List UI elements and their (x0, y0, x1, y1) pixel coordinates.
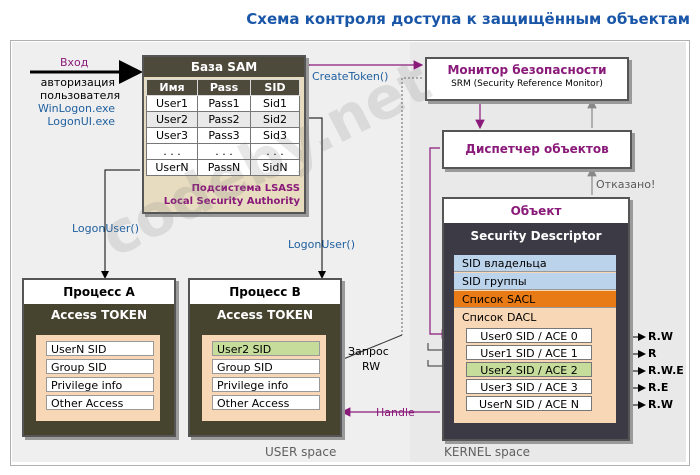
token-item: Group SID (46, 359, 154, 374)
kernel-space-label: KERNEL space (444, 445, 531, 459)
sam-col-name: Имя (146, 79, 198, 96)
process-b-token-title: Access TOKEN (216, 308, 314, 322)
object-title: Объект (444, 199, 628, 223)
token-item: UserN SID (46, 341, 154, 356)
request-line (340, 334, 403, 361)
ace-row-highlighted: User2 SID / ACE 2 (466, 362, 592, 377)
lsass-label-en: Local Security Authority (163, 196, 300, 207)
sam-col-pass: Pass (197, 79, 251, 96)
sam-cell: Pass3 (197, 127, 251, 144)
rights-label: R.W (648, 330, 673, 343)
logon-user-a-label: LogonUser() (72, 222, 140, 235)
request-rw-label: RW (362, 360, 381, 373)
lsass-label-ru: Подсистема LSASS (191, 183, 300, 194)
sam-header: База SAM (144, 57, 304, 77)
process-b: Процесс B Access TOKEN User2 SID Group S… (188, 278, 342, 437)
security-monitor: Монитор безопасности SRM (Security Refer… (425, 57, 629, 101)
process-a: Процесс A Access TOKEN UserN SID Group S… (22, 278, 176, 437)
request-dotted-line (401, 77, 422, 335)
ace-row: User1 SID / ACE 1 (466, 345, 592, 360)
rights-label: R.W (648, 398, 673, 411)
diagram-title: Схема контроля доступа к защищённым объе… (246, 10, 690, 28)
sam-cell: Pass2 (197, 111, 251, 128)
process-b-title: Процесс B (190, 280, 340, 304)
user-space-label: USER space (265, 445, 337, 459)
ace-row: User0 SID / ACE 0 (466, 328, 592, 343)
sam-cell: PassN (197, 159, 251, 176)
login-desc-2: пользователя (40, 89, 121, 102)
sam-cell: UserN (146, 159, 198, 176)
token-item: Privilege info (212, 377, 320, 392)
logon-user-b-label: LogonUser() (288, 238, 356, 251)
handle-label: Handle (376, 406, 415, 419)
lsass-label: Подсистема LSASS Local Security Authorit… (164, 182, 300, 208)
process-a-token-title: Access TOKEN (50, 308, 148, 322)
monitor-subtitle: SRM (Security Reference Monitor) (451, 79, 603, 89)
sam-cell: SidN (250, 159, 300, 176)
token-item: Privilege info (46, 377, 154, 392)
request-label: Запрос (348, 345, 389, 358)
logon-b-line (304, 117, 326, 279)
rights-label: R (648, 347, 657, 360)
rights-label: R.W.E (648, 364, 684, 377)
login-desc-3: WinLogon.exe (37, 102, 115, 115)
logon-a-line (101, 169, 140, 279)
token-item-highlighted: User2 SID (212, 341, 320, 356)
access-token-a: UserN SID Group SID Privilege info Other… (36, 335, 160, 421)
login-entry-label: Вход (60, 56, 89, 69)
object-dispatcher: Диспетчер объектов (442, 130, 632, 169)
sacl-row: Список SACL (454, 291, 616, 308)
rights-label: R.E (648, 381, 669, 394)
sam-col-sid: SID (250, 79, 300, 96)
create-token-label: CreateToken() (312, 70, 389, 83)
sam-cell: . . . (197, 143, 251, 160)
ace-row: User3 SID / ACE 3 (466, 379, 592, 394)
access-token-b: User2 SID Group SID Privilege info Other… (202, 335, 326, 421)
denied-label: Отказано! (596, 178, 656, 191)
sam-cell: User1 (146, 95, 198, 112)
token-item: Other Access (212, 395, 320, 410)
dispatcher-to-ace-arrow (429, 147, 452, 339)
monitor-title: Монитор безопасности (447, 63, 607, 77)
owner-sid-row: SID владельца (454, 255, 616, 272)
login-desc-4: LogonUI.exe (47, 115, 115, 128)
sam-cell: User3 (146, 127, 198, 144)
login-desc-1: авторизация (40, 76, 115, 89)
group-sid-row: SID группы (454, 273, 616, 290)
token-item: Other Access (46, 395, 154, 410)
security-descriptor-title: Security Descriptor (470, 229, 602, 243)
sam-cell: User2 (146, 111, 198, 128)
sam-cell: . . . (146, 143, 198, 160)
token-item: Group SID (212, 359, 320, 374)
ace-row: UserN SID / ACE N (466, 396, 592, 411)
sam-cell: Pass1 (197, 95, 251, 112)
process-a-title: Процесс A (24, 280, 174, 304)
dacl-row: Список DACL (462, 311, 537, 324)
security-descriptor: SID владельца SID группы Список SACL Спи… (454, 255, 616, 423)
object-box: Объект Security Descriptor SID владельца… (442, 197, 630, 441)
